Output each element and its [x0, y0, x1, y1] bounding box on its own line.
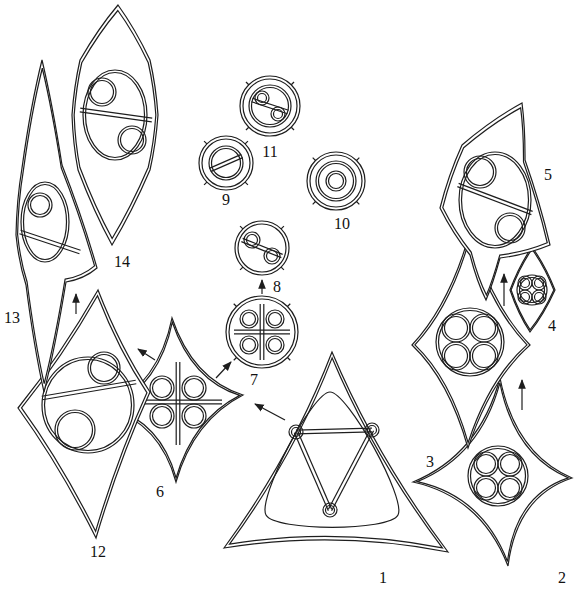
cyst-figure	[412, 232, 530, 448]
cyst-figure	[440, 103, 550, 300]
sequence-arrow	[75, 294, 76, 314]
sequence-arrows	[76, 274, 522, 420]
callout-number: 6	[156, 484, 164, 500]
callout-number: 8	[273, 279, 281, 295]
cyst-figure	[240, 76, 300, 136]
sequence-arrow	[138, 349, 155, 360]
callout-number: 1	[379, 570, 387, 586]
callout-number: 13	[4, 310, 20, 326]
callout-number: 9	[222, 192, 230, 208]
sequence-arrow	[521, 380, 522, 410]
cyst-figure	[199, 136, 253, 190]
sequence-arrow	[261, 280, 262, 294]
cyst-figure	[307, 152, 365, 210]
cyst-figure	[413, 378, 572, 566]
callout-number: 10	[334, 216, 350, 232]
callout-number: 4	[548, 318, 556, 334]
cyst-figure	[72, 5, 158, 245]
sequence-arrow	[216, 362, 231, 378]
cyst-figure	[226, 296, 298, 368]
callout-number: 12	[90, 544, 106, 560]
callout-number: 14	[114, 254, 130, 270]
callout-number: 11	[262, 144, 277, 160]
callout-number: 5	[544, 167, 552, 183]
callout-number: 7	[250, 372, 258, 388]
callout-number: 3	[426, 454, 434, 470]
sequence-arrow	[503, 274, 504, 306]
sequence-arrow	[255, 404, 285, 420]
callout-number: 2	[558, 570, 566, 586]
cyst-figure	[224, 352, 448, 552]
cyst-figure	[235, 221, 289, 275]
